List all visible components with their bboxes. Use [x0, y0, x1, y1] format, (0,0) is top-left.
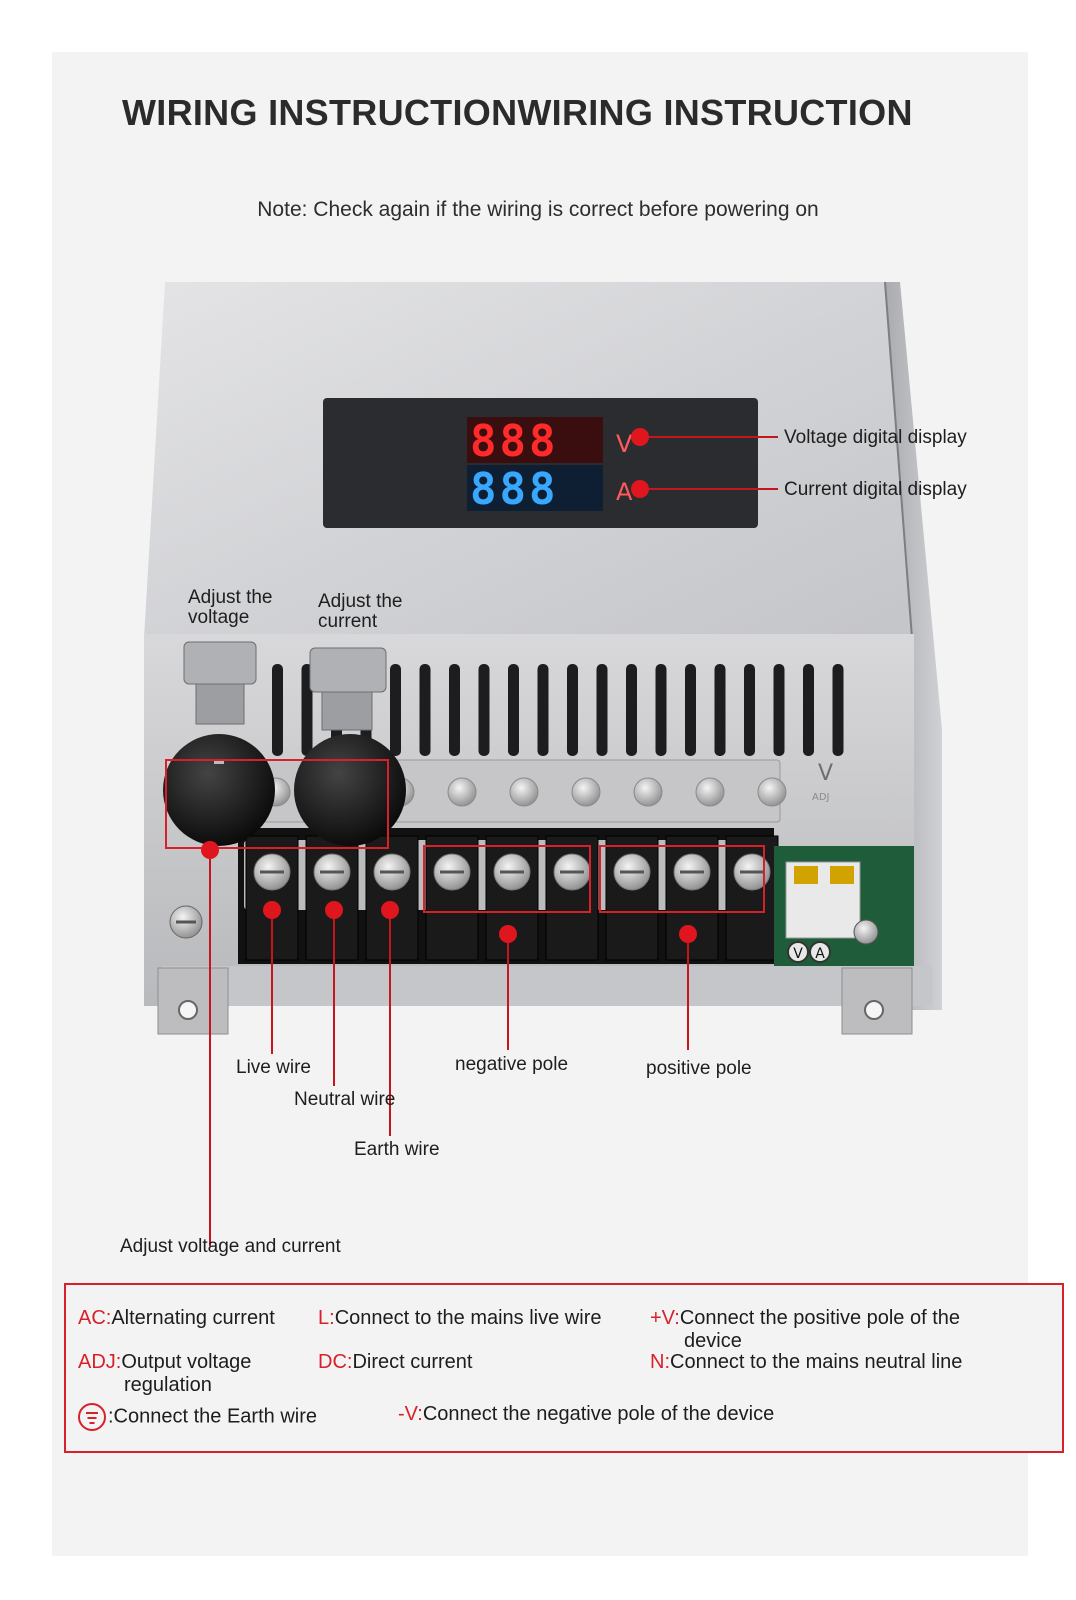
legend-minus-v: -V:Connect the negative pole of the devi… [398, 1403, 775, 1425]
negative-pole-highlight-box [423, 845, 591, 913]
vent-slot [655, 664, 667, 756]
label-earth-wire: Earth wire [354, 1139, 440, 1160]
label-voltage-display: Voltage digital display [784, 427, 967, 448]
knobs-highlight-box [165, 759, 389, 849]
upper-screw [571, 777, 601, 807]
legend-dc: DC:Direct current [318, 1351, 473, 1373]
vent-slot [537, 664, 549, 756]
upper-screw [633, 777, 663, 807]
upper-screw [757, 777, 787, 807]
va-switch-a-label: A [815, 946, 825, 962]
upper-screw [695, 777, 725, 807]
vent-slot [626, 664, 637, 756]
mount-tab-left [157, 967, 229, 1035]
vent-slot [390, 664, 401, 756]
vent-slot [685, 664, 696, 756]
base-rail [162, 966, 932, 1006]
vent-slot [803, 664, 814, 756]
current-knob [294, 647, 406, 846]
voltage-unit: V [616, 430, 633, 458]
callout-dots [201, 428, 697, 943]
legend-ac: AC:Alternating current [78, 1307, 275, 1329]
va-switch-v-label: V [793, 946, 803, 962]
callout-lines [209, 436, 778, 1246]
label-adjust-current: Adjust the current [318, 591, 403, 632]
vent-slot [567, 664, 578, 756]
label-adjust-voltage-current: Adjust voltage and current [120, 1236, 341, 1257]
ventilation-slots [272, 664, 844, 756]
label-positive-pole: positive pole [646, 1058, 752, 1079]
v-adj-sub: ADJ [812, 792, 830, 803]
label-live-wire: Live wire [236, 1057, 311, 1078]
voltage-knob [163, 641, 275, 846]
label-adjust-voltage: Adjust the voltage [188, 587, 273, 628]
current-digits: 888 [470, 464, 558, 515]
current-led-bg [467, 465, 603, 511]
earth-ground-icon [78, 1403, 106, 1431]
vent-slot [272, 664, 283, 756]
vent-slot [508, 664, 519, 756]
voltage-led-bg [467, 417, 603, 463]
upper-screw [509, 777, 539, 807]
label-negative-pole: negative pole [455, 1054, 569, 1075]
positive-pole-highlight-box [599, 845, 765, 913]
voltage-digits: 888 [470, 416, 558, 467]
upper-screw [447, 777, 477, 807]
v-adj-mark: V [818, 761, 833, 786]
abbreviation-legend: AC:Alternating current L:Connect to the … [64, 1283, 1064, 1453]
vent-slot [714, 664, 726, 756]
legend-l: L:Connect to the mains live wire [318, 1307, 602, 1329]
vent-slot [596, 664, 608, 756]
vent-slot [744, 664, 755, 756]
vent-slot [832, 664, 844, 756]
page-title: WIRING INSTRUCTIONWIRING INSTRUCTION [122, 92, 913, 133]
label-current-display: Current digital display [784, 479, 967, 500]
vent-slot [478, 664, 490, 756]
current-unit: A [616, 478, 633, 506]
vent-slot [449, 664, 460, 756]
vent-slot [419, 664, 431, 756]
vent-slot [773, 664, 785, 756]
terminal-screws [245, 835, 779, 961]
wiring-note: Note: Check again if the wiring is corre… [257, 198, 819, 221]
legend-n: N:Connect to the mains neutral line [650, 1351, 963, 1373]
legend-earth: :Connect the Earth wire [78, 1403, 317, 1431]
label-neutral-wire: Neutral wire [294, 1089, 396, 1110]
va-switch-v [787, 941, 809, 963]
va-switch-a [809, 941, 831, 963]
